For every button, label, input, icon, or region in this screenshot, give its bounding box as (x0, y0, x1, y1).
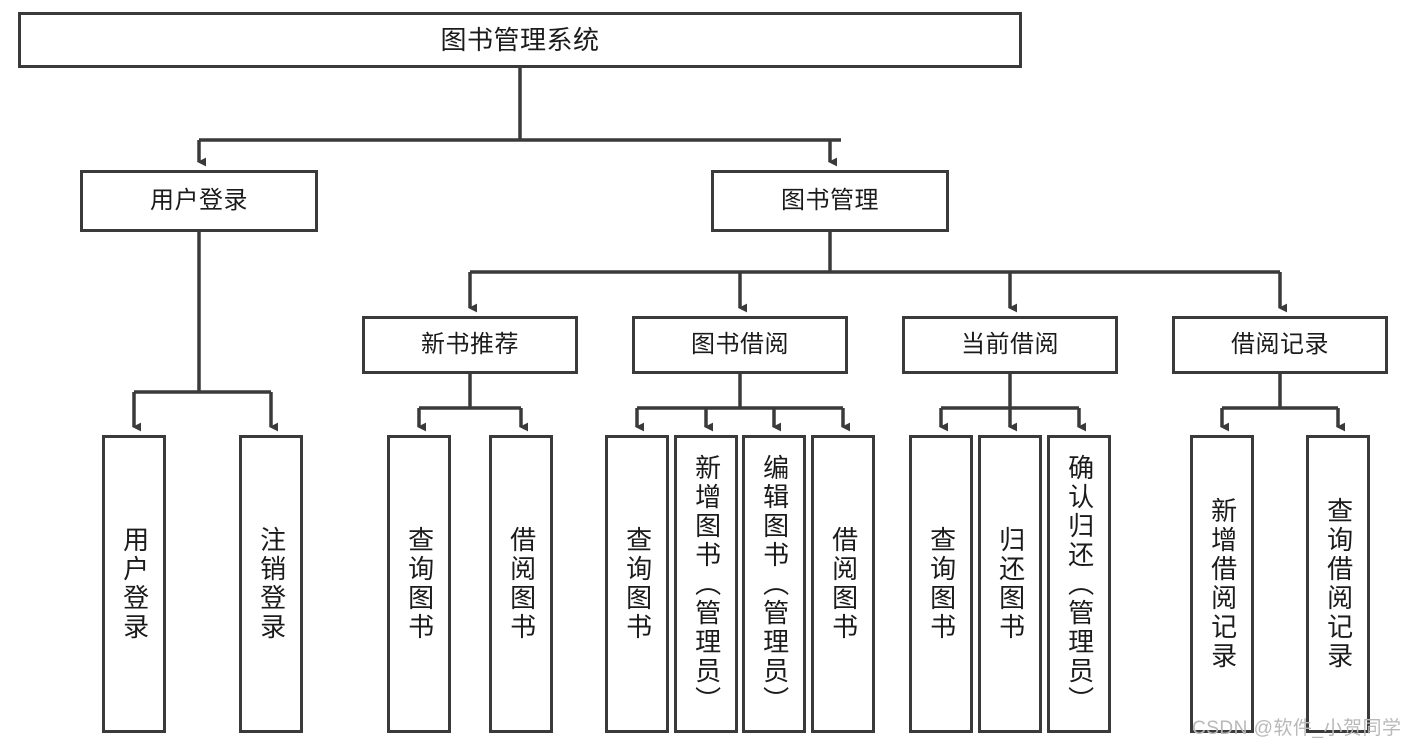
node-book-management[interactable]: 图书管理 (711, 170, 949, 232)
leaf-query-book-borrow[interactable]: 查询图书 (605, 435, 669, 733)
node-label: 查询借阅记录 (1323, 497, 1354, 671)
node-label: 借阅记录 (1231, 330, 1329, 358)
node-label: 当前借阅 (961, 330, 1059, 358)
leaf-user-login[interactable]: 用户登录 (102, 435, 166, 733)
node-current-borrow[interactable]: 当前借阅 (902, 316, 1118, 374)
node-label: 查询图书 (404, 526, 435, 642)
node-label: 新书推荐 (421, 330, 519, 358)
node-book-borrow[interactable]: 图书借阅 (632, 316, 848, 374)
leaf-return-book[interactable]: 归还图书 (978, 435, 1042, 733)
watermark: CSDN @软件_小贺同学 (1192, 718, 1402, 739)
node-label: 查询图书 (926, 526, 957, 642)
leaf-confirm-return-admin[interactable]: 确认归还（管理员） (1047, 435, 1111, 733)
node-label: 图书管理 (781, 186, 879, 214)
node-label: 新增借阅记录 (1207, 497, 1238, 671)
node-label: 查询图书 (622, 526, 653, 642)
node-label: 新增图书（管理员） (691, 453, 722, 715)
leaf-add-book-admin[interactable]: 新增图书（管理员） (674, 435, 738, 733)
node-label: 用户登录 (119, 526, 150, 642)
leaf-borrow-book-recommend[interactable]: 借阅图书 (489, 435, 553, 733)
node-label: 图书管理系统 (440, 24, 600, 55)
node-root-system[interactable]: 图书管理系统 (18, 12, 1022, 68)
leaf-logout-login[interactable]: 注销登录 (239, 435, 303, 733)
node-label: 归还图书 (995, 526, 1026, 642)
leaf-query-borrow-record[interactable]: 查询借阅记录 (1306, 435, 1370, 733)
node-label: 注销登录 (256, 526, 287, 642)
node-label: 用户登录 (150, 186, 248, 214)
leaf-query-book-recommend[interactable]: 查询图书 (387, 435, 451, 733)
node-new-book-recommend[interactable]: 新书推荐 (362, 316, 578, 374)
leaf-edit-book-admin[interactable]: 编辑图书（管理员） (742, 435, 806, 733)
node-borrow-record[interactable]: 借阅记录 (1172, 316, 1388, 374)
node-label: 借阅图书 (506, 526, 537, 642)
node-label: 图书借阅 (691, 330, 789, 358)
leaf-query-book-current[interactable]: 查询图书 (909, 435, 973, 733)
node-label: 确认归还（管理员） (1064, 453, 1095, 715)
leaf-add-borrow-record[interactable]: 新增借阅记录 (1190, 435, 1254, 733)
node-label: 编辑图书（管理员） (759, 453, 790, 715)
leaf-borrow-book[interactable]: 借阅图书 (811, 435, 875, 733)
node-user-login[interactable]: 用户登录 (80, 170, 318, 232)
node-label: 借阅图书 (828, 526, 859, 642)
